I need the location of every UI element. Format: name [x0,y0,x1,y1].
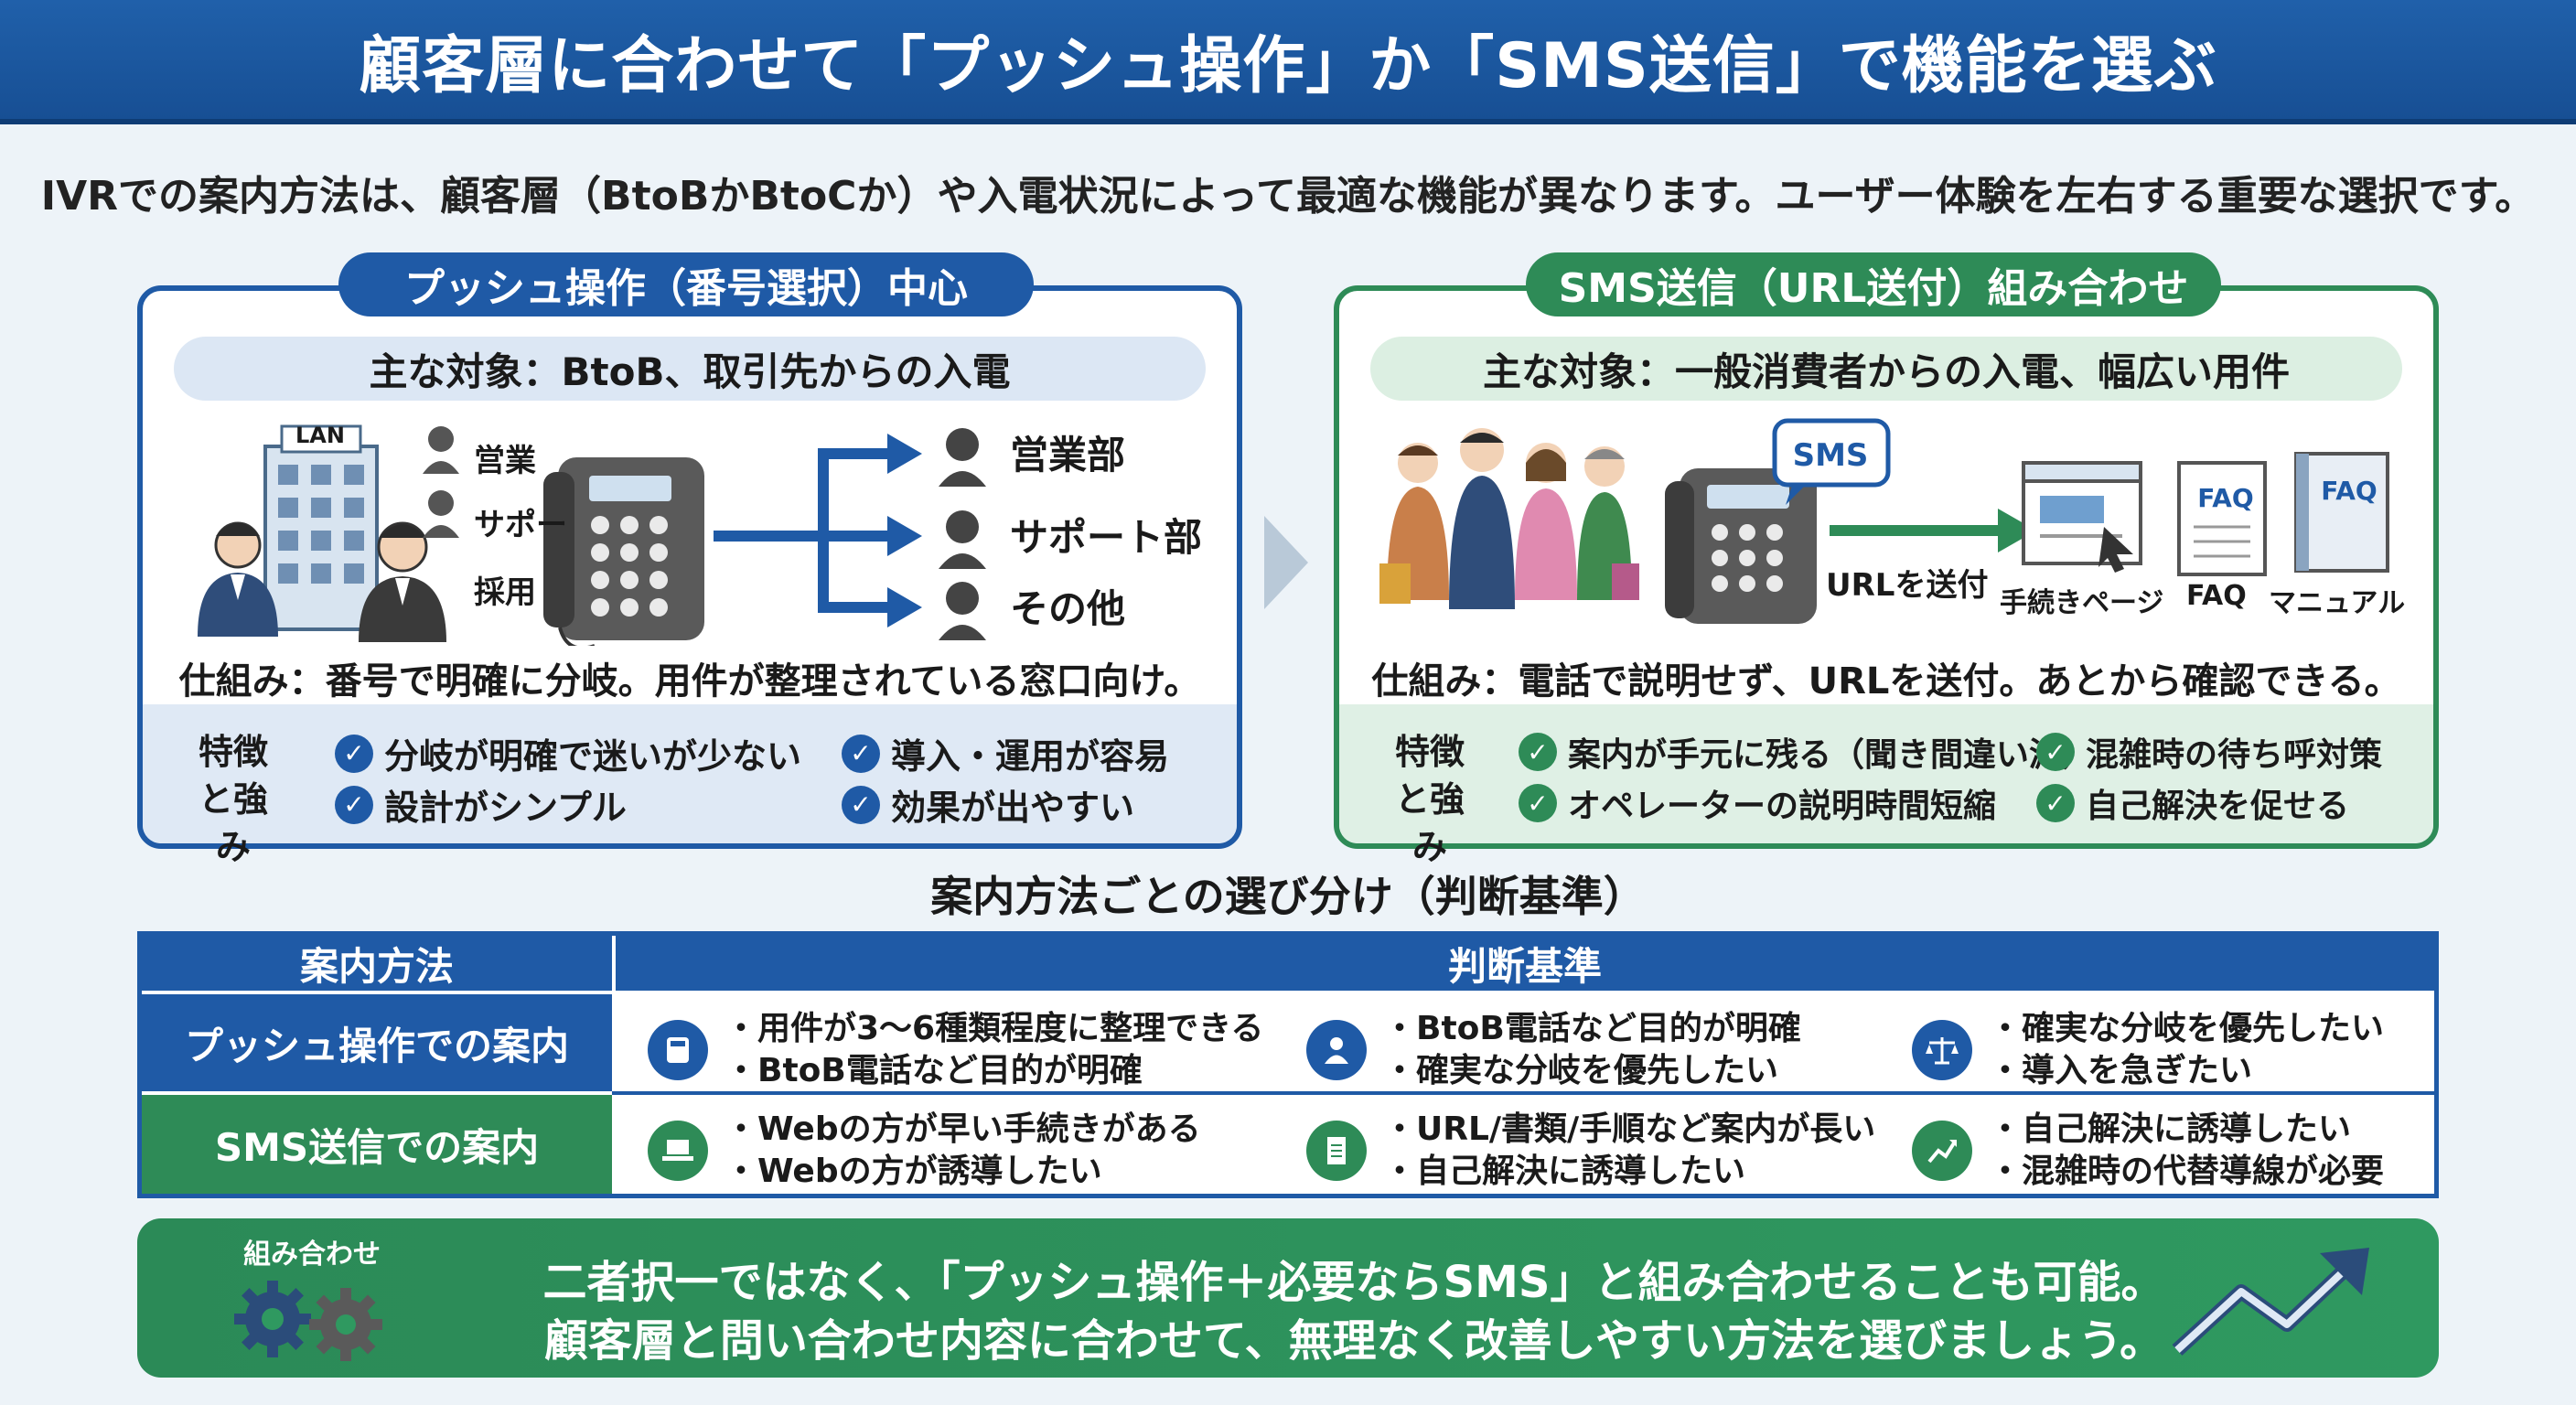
push-features [143,704,1237,843]
page-title: 顧客層に合わせて「プッシュ操作」か「SMS送信」で機能を選ぶ [359,29,2217,102]
push-mechanism: 仕組み：番号で明確に分岐。用件が整理されている窓口向け。 [178,660,1201,702]
dest-label: サポート部 [1010,515,1203,560]
dest-label: その他 [1010,586,1126,631]
sms-illustration [1379,418,2389,624]
push-feature: ✓導入・運用が容易 [842,728,1169,778]
row-method-sms: SMS送信での案内 [142,1095,612,1194]
dest-person-icons [939,428,986,640]
check-icon: ✓ [335,734,373,773]
businessman-icon [198,521,278,637]
combination-banner: 組み合わせ 二者択一ではなく、「プッシュ操作＋必要ならSMS」と組み合わせること… [137,1218,2439,1378]
doc-label: FAQ [2186,580,2247,612]
sms-mechanism: 仕組み：電話で説明せず、URLを送付。あとから確認できる。 [1371,660,2401,702]
chart-icon [1912,1121,1972,1181]
building-sign: LAN [295,423,345,448]
section-title: 案内方法ごとの選び分け（判断基準） [930,872,1646,921]
sms-panel-heading: SMS送信（URL送付）組み合わせ [1526,252,2221,316]
caller-label: 営業 [474,443,536,479]
check-icon: ✓ [1519,784,1557,822]
push-illustration [198,424,986,646]
doc-label: マニュアル [2269,587,2406,619]
banner-tag: 組み合わせ [243,1239,381,1271]
sms-feature: ✓案内が手元に残る（聞き間違い減） [1519,728,2095,776]
sms-target: 主な対象：一般消費者からの入電、幅広い用件 [1370,337,2402,401]
sms-feature-label: 特徴と強み [1394,732,1465,867]
send-arrow [1830,509,2036,552]
criteria-cell: ・確実な分岐を優先したい・導入を急ぎたい [1912,1008,2384,1092]
sms-bubble-label: SMS [1792,437,1869,474]
dest-label: 営業部 [1010,433,1126,477]
caller-label: 採用 [474,574,536,611]
chevron-right-icon [1264,516,1308,609]
push-panel-heading: プッシュ操作（番号選択）中心 [338,252,1034,316]
push-feature-label: 特徴と強み [198,732,268,867]
url-send-label: URLを送付 [1826,567,1989,604]
faq-title: FAQ [2197,483,2254,513]
check-icon: ✓ [2036,733,2075,771]
document-icon [1306,1121,1367,1181]
person-icon [1306,1020,1367,1080]
push-target: 主な対象：BtoB、取引先からの入電 [174,337,1206,401]
check-icon: ✓ [2036,784,2075,822]
intro-text: IVRでの案内方法は、顧客層（BtoBかBtoCか）や入電状況によって最適な機能… [40,173,2536,220]
banner-line-1: 二者択一ではなく、「プッシュ操作＋必要ならSMS」と組み合わせることも可能。 [542,1257,2165,1308]
row-method-push: プッシュ操作での案内 [142,994,612,1091]
trend-arrow-icon [2172,1248,2369,1356]
web-page-icon [2022,461,2142,573]
sms-feature: ✓混雑時の待ち呼対策 [2036,728,2382,776]
caller-label: サポー [474,507,567,543]
sms-bubble-icon [1772,418,1891,505]
manual-title: FAQ [2321,476,2377,506]
scale-icon [1912,1020,1972,1080]
push-feature: ✓効果が出やすい [842,779,1134,830]
phone-icon [648,1020,708,1080]
gears-icon [234,1281,382,1361]
faq-document-icon [2177,461,2267,576]
table-header-method: 案内方法 [142,936,612,991]
title-bar: 顧客層に合わせて「プッシュ操作」か「SMS送信」で機能を選ぶ [0,0,2576,124]
banner-line-2: 顧客層と問い合わせ内容に合わせて、無理なく改善しやすい方法を選びましょう。 [543,1315,2164,1367]
row-divider [612,1091,2434,1095]
sms-feature: ✓自己解決を促せる [2036,779,2349,827]
doc-label: 手続きページ [2000,587,2164,619]
consumers-icon [1379,428,1639,609]
table-header-criteria: 判断基準 [616,936,2434,991]
desk-phone-icon [1665,468,1817,624]
push-feature: ✓設計がシンプル [335,779,627,830]
manual-book-icon [2294,452,2389,573]
sms-features [1339,704,2433,843]
check-icon: ✓ [335,785,373,824]
businessman-icon [359,521,446,642]
laptop-icon [648,1121,708,1181]
building-icon [263,424,379,631]
push-feature: ✓分岐が明確で迷いが少ない [335,728,801,778]
check-icon: ✓ [842,785,880,824]
check-icon: ✓ [842,734,880,773]
criteria-cell: ・自己解決に誘導したい・混雑時の代替導線が必要 [1912,1109,2384,1193]
criteria-cell: ・BtoB電話など目的が明確・確実な分岐を優先したい [1306,1008,1801,1092]
desk-phone-icon [543,457,704,646]
criteria-cell: ・Webの方が早い手続きがある・Webの方が誘導したい [648,1109,1201,1193]
branch-arrows [714,448,887,613]
sms-feature: ✓オペレーターの説明時間短縮 [1519,779,1996,827]
criteria-cell: ・URL/書類/手順など案内が長い・自己解決に誘導したい [1306,1109,1875,1193]
criteria-cell: ・用件が3〜6種類程度に整理できる・BtoB電話など目的が明確 [648,1008,1263,1092]
check-icon: ✓ [1519,733,1557,771]
